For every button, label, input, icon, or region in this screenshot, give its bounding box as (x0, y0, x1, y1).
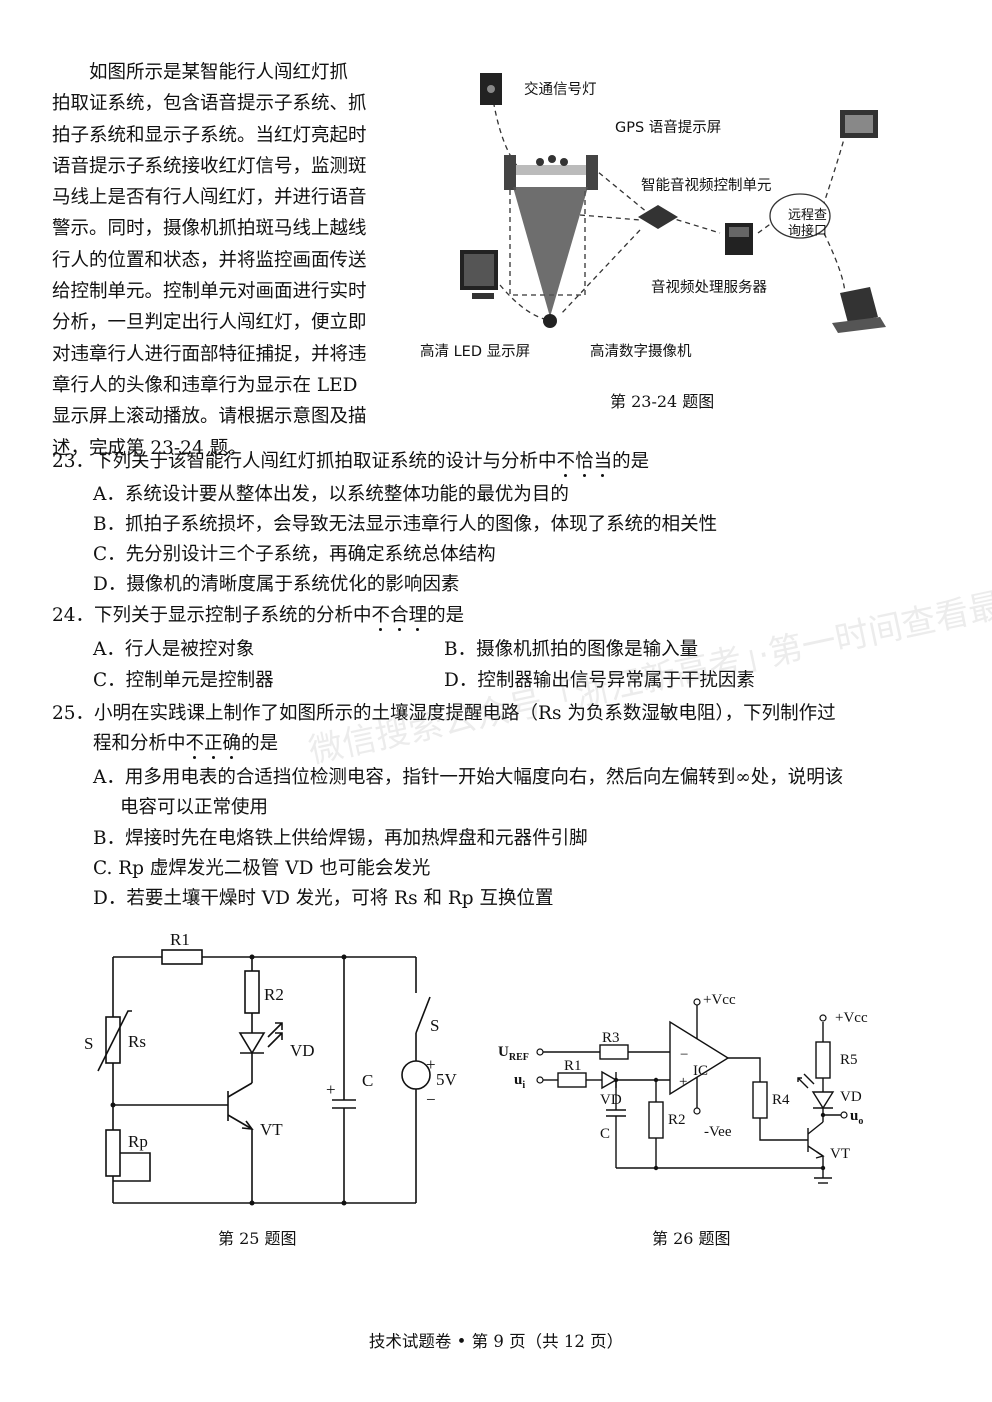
q24-emphasis: 不合理 (371, 605, 428, 626)
q24-option-d: D．控制器输出信号异常属于干扰因素 (444, 670, 755, 691)
intro-line: 对违章行人进行面部特征捕捉，并将违 (52, 343, 367, 365)
label-av-server: 音视频处理服务器 (651, 280, 767, 296)
intro-line: 述，完成第 23-24 题。 (52, 437, 247, 459)
label-source-minus: − (426, 1090, 436, 1109)
cloud-icon (769, 193, 831, 239)
intro-line: 警示。同时，摄像机抓拍斑马线上越线 (52, 218, 367, 240)
q25-stem-line2: 程和分析中不正确的是 (93, 733, 279, 754)
laptop-icon (840, 287, 878, 323)
label-vee: -Vee (704, 1124, 732, 1140)
label-s-left: S (84, 1034, 93, 1053)
caption-fig-26: 第 26 题图 (652, 1229, 731, 1248)
circuit-fig-26: +Vcc +Vcc UREF ui R3 R1 VD C R2 − + IC -… (498, 992, 868, 1184)
circuit-fig-25: R1 R2 S Rs VD VT Rp + C S + 5V − (84, 930, 458, 1206)
label-r1: R1 (564, 1058, 582, 1074)
q23-option-d: D．摄像机的清晰度属于系统优化的影响因素 (93, 574, 460, 595)
label-source-plus: + (426, 1055, 436, 1074)
intro-line: 马线上是否有行人闯红灯，并进行语音 (52, 187, 367, 209)
label-ui: ui (514, 1072, 525, 1091)
q25-stem-line1: 25．小明在实践课上制作了如图所示的土壤湿度提醒电路（Rs 为负系数湿敏电阻），… (52, 703, 836, 724)
label-vd: VD (290, 1041, 315, 1060)
label-vcc-opamp: +Vcc (703, 992, 736, 1008)
label-led-screen: 高清 LED 显示屏 (420, 344, 531, 360)
label-r2: R2 (668, 1112, 686, 1128)
label-rs: Rs (128, 1032, 146, 1051)
q24-option-c: C．控制单元是控制器 (93, 670, 274, 691)
label-vt: VT (830, 1146, 850, 1162)
intro-line: 语音提示子系统接收红灯信号，监测斑 (52, 155, 367, 177)
system-diagram (460, 73, 886, 333)
page-footer: 技术试题卷 • 第 9 页（共 12 页） (368, 1332, 624, 1351)
camera-view-cone (513, 187, 588, 317)
label-c: C (600, 1126, 610, 1142)
q23-stem: 23．下列关于该智能行人闯红灯抓拍取证系统的设计与分析中不恰当的是 (52, 451, 650, 472)
label-c-plus: + (326, 1080, 336, 1099)
intro-line: 给控制单元。控制单元对画面进行实时 (52, 281, 367, 303)
label-remote-query-2: 询接口 (788, 224, 828, 239)
label-r2: R2 (264, 985, 284, 1004)
label-vcc-right: +Vcc (835, 1010, 868, 1026)
caption-fig-23-24: 第 23-24 题图 (610, 392, 715, 411)
intro-line: 如图所示是某智能行人闯红灯抓 (89, 62, 349, 83)
q25-option-a-line1: A．用多用电表的合适挡位检测电容，指针一开始大幅度向右，然后向左偏转到∞处，说明… (93, 767, 844, 788)
gps-screen-icon (504, 155, 516, 190)
label-vd1: VD (600, 1092, 622, 1108)
q25-option-c: C. Rp 虚焊发光二极管 VD 也可能会发光 (93, 858, 431, 879)
q24-option-a: A．行人是被控对象 (93, 639, 255, 660)
caption-fig-25: 第 25 题图 (218, 1229, 297, 1248)
q25-emphasis: 不正确 (185, 733, 242, 754)
q23-emphasis: 不恰当 (556, 451, 613, 472)
intro-line: 拍取证系统，包含语音提示子系统、抓 (52, 93, 367, 115)
label-opamp-minus: − (680, 1047, 688, 1063)
label-r5: R5 (840, 1052, 858, 1068)
label-uo: uo (850, 1108, 863, 1127)
intro-line: 行人的位置和状态，并将监控画面传送 (52, 249, 367, 271)
q24-stem: 24．下列关于显示控制子系统的分析中不合理的是 (52, 605, 465, 626)
q25-option-b: B．焊接时先在电烙铁上供给焊锡，再加热焊盘和元器件引脚 (93, 828, 588, 849)
label-vt: VT (260, 1120, 283, 1139)
intro-line: 显示屏上滚动播放。请根据示意图及描 (52, 406, 367, 428)
intro-line: 拍子系统和显示子系统。当红灯亮起时 (52, 124, 367, 146)
label-r1: R1 (170, 930, 190, 949)
label-c: C (362, 1071, 373, 1090)
q25-option-a-line2: 电容可以正常使用 (120, 797, 269, 818)
intro-paragraph: 如图所示是某智能行人闯红灯抓 拍取证系统，包含语音提示子系统、抓 拍子系统和显示… (52, 57, 382, 464)
label-rp: Rp (128, 1132, 148, 1151)
label-av-control: 智能音视频控制单元 (641, 178, 772, 194)
label-opamp-plus: + (679, 1074, 687, 1090)
label-uref: UREF (498, 1044, 529, 1063)
label-s-right: S (430, 1016, 439, 1035)
q23-option-a: A．系统设计要从整体出发，以系统整体功能的最优为目的 (93, 484, 569, 505)
q25-option-d: D．若要土壤干燥时 VD 发光，可将 Rs 和 Rp 互换位置 (93, 888, 554, 909)
intro-line: 章行人的头像和违章行为显示在 LED (52, 374, 358, 396)
av-control-icon (638, 205, 678, 229)
label-r4: R4 (772, 1092, 790, 1108)
label-traffic-light: 交通信号灯 (524, 82, 597, 98)
q23-option-c: C．先分别设计三个子系统，再确定系统总体结构 (93, 544, 496, 565)
label-vd2: VD (840, 1089, 862, 1105)
q24-option-b: B．摄像机抓拍的图像是输入量 (444, 639, 699, 660)
camera-icon (543, 314, 557, 328)
label-ic: IC (693, 1063, 708, 1079)
label-camera: 高清数字摄像机 (590, 344, 692, 360)
intro-line: 分析，一旦判定出行人闯红灯，便立即 (52, 312, 367, 334)
label-5v: 5V (436, 1070, 458, 1089)
label-gps-screen: GPS 语音提示屏 (615, 120, 722, 136)
q23-option-b: B．抓拍子系统损坏，会导致无法显示违章行人的图像，体现了系统的相关性 (93, 514, 718, 535)
label-remote-query-1: 远程查 (788, 208, 828, 223)
label-r3: R3 (602, 1030, 620, 1046)
